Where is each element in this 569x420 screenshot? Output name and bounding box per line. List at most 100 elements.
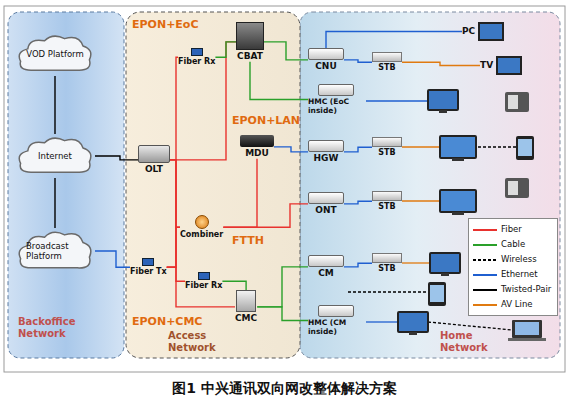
legend-row: Cable	[473, 237, 553, 252]
device-node: HGW	[308, 140, 344, 164]
legend-sample	[473, 272, 497, 278]
backoffice-band	[8, 12, 124, 358]
tablet-phone-icons	[428, 92, 546, 341]
connector-line	[264, 42, 308, 60]
legend-text: Twisted-Pair	[501, 285, 551, 294]
network-region: Backoffice NetworkVOD PlatformInternetBr…	[8, 12, 124, 358]
legend-line	[473, 229, 497, 231]
device-icon	[236, 290, 256, 312]
device-node: PC	[462, 22, 504, 41]
node-label: STB	[378, 148, 395, 158]
device-icon	[372, 191, 402, 201]
legend-sample	[473, 287, 497, 293]
platform-cloud: VOD Platform	[15, 32, 95, 76]
node-label: CMC	[235, 313, 257, 324]
node-label: Fiber Rx	[185, 281, 222, 291]
legend-row: Twisted-Pair	[473, 282, 553, 297]
legend-line	[473, 259, 497, 261]
network-type-label: EPON+CMC	[132, 315, 202, 328]
connector-line	[170, 160, 235, 307]
device-icon	[308, 140, 344, 152]
connector-line	[344, 60, 372, 62]
device-node: STB	[372, 52, 402, 73]
node-label: Fiber Tx	[130, 267, 167, 277]
node-label: VOD Platform	[26, 49, 83, 59]
node-label: MDU	[245, 148, 269, 159]
legend-text: Cable	[501, 240, 525, 249]
node-label: OLT	[145, 164, 163, 175]
network-region: Access Network OLT Fiber Rx CBAT Combiner MDU…	[126, 12, 300, 358]
node-label: HMC (CM inside)	[308, 318, 364, 336]
node-label: CNU	[315, 61, 336, 72]
device-icon	[142, 258, 154, 266]
node-label: STB	[378, 63, 395, 73]
connector-line	[215, 42, 236, 57]
access-band	[126, 12, 300, 358]
connector-line	[257, 267, 308, 307]
device-node: Fiber Tx	[130, 258, 167, 277]
legend-sample	[473, 257, 497, 263]
device-icon	[138, 145, 170, 163]
legend-text: Ethernet	[501, 270, 538, 279]
region-title: Access Network	[168, 330, 238, 354]
connector-line	[95, 251, 130, 267]
monitor-icons	[398, 90, 476, 335]
device-icon	[318, 305, 354, 317]
node-label: ONT	[315, 205, 336, 216]
frame	[4, 6, 565, 372]
connector-line	[95, 156, 138, 160]
cloud-shape	[19, 232, 91, 268]
device-icon	[308, 255, 344, 267]
legend-sample	[473, 302, 497, 308]
device-node: HMC (EoC inside)	[308, 84, 364, 115]
home-band	[300, 12, 560, 358]
device-icon	[240, 135, 274, 147]
legend-line	[473, 274, 497, 276]
device-node: CM	[308, 255, 344, 279]
legend-row: Fiber	[473, 222, 553, 237]
platform-cloud: Internet	[15, 134, 95, 178]
connector-line	[222, 281, 246, 290]
device-node: OLT	[138, 145, 170, 175]
legend-row: Ethernet	[473, 267, 553, 282]
platform-cloud: Broadcast Platform	[15, 228, 95, 274]
node-label: TV	[480, 60, 493, 71]
legend-row: Wireless	[473, 252, 553, 267]
device-icon	[478, 22, 504, 41]
connector-line	[223, 204, 308, 227]
connector-line	[167, 227, 180, 267]
device-node: Combiner	[180, 215, 223, 240]
connector-line	[170, 160, 180, 227]
connector-line	[250, 62, 308, 100]
connector-line	[257, 307, 308, 321]
device-icon	[318, 84, 354, 96]
device-icon	[496, 56, 522, 75]
device-node: ONT	[308, 192, 344, 216]
node-label: Broadcast Platform	[26, 241, 84, 261]
cloud-shape	[19, 36, 91, 70]
device-node: STB	[372, 137, 402, 158]
legend-line	[473, 289, 497, 291]
legend-text: Wireless	[501, 255, 537, 264]
connector-line	[344, 201, 372, 204]
device-icon	[372, 52, 402, 62]
device-node: Fiber Rx	[178, 48, 215, 67]
node-label: Fiber Rx	[178, 57, 215, 67]
node-label: Combiner	[180, 230, 223, 240]
legend-row: AV Line	[473, 297, 553, 312]
legend-box: FiberCableWirelessEthernetTwisted-PairAV…	[468, 218, 558, 316]
device-icon	[195, 215, 209, 229]
device-icon	[236, 22, 264, 50]
node-label: STB	[378, 264, 395, 274]
cloud-shape	[19, 138, 91, 172]
device-icon	[308, 192, 344, 204]
node-label: CBAT	[237, 51, 263, 62]
device-node: TV	[480, 56, 522, 75]
connector-line	[54, 76, 55, 134]
node-label: CM	[318, 268, 334, 279]
device-node: STB	[372, 191, 402, 212]
network-type-label: EPON+LAN	[232, 114, 300, 127]
device-node: CNU	[308, 48, 344, 72]
connector-line	[402, 62, 480, 65]
